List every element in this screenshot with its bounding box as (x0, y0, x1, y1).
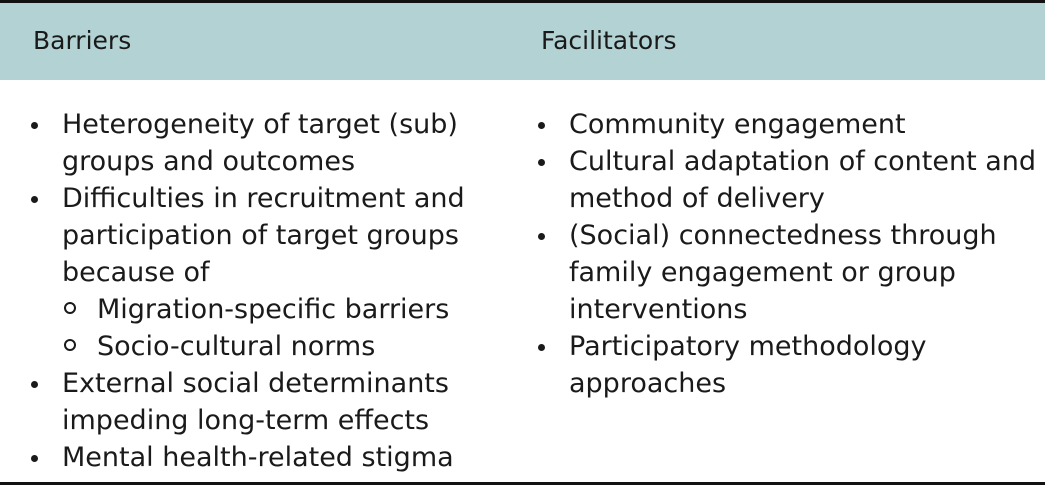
list-item: Mental health-related stigma (0, 439, 500, 476)
list-item: External social determinants impeding lo… (0, 365, 500, 439)
list-item-line: groups and outcomes (62, 146, 356, 177)
list-item: (Social) connectedness through family en… (507, 217, 1037, 328)
list-item-line: Difficulties in recruitment and (62, 183, 465, 214)
list-item-line: because of (62, 257, 210, 288)
list-item: Difficulties in recruitment and particip… (0, 180, 500, 291)
list-item-line: family engagement or group (569, 257, 956, 288)
bullet-icon (538, 344, 545, 351)
bullet-icon (538, 122, 545, 129)
bullet-icon (538, 159, 545, 166)
list-item-line: Participatory methodology (569, 331, 927, 362)
list-item-line: Heterogeneity of target (sub) (62, 109, 458, 140)
list-item-line: interventions (569, 294, 748, 325)
table-header-row: Barriers Facilitators (0, 3, 1045, 80)
sub-list-item-text: Migration-specific barriers (97, 294, 450, 325)
list-item: Participatory methodology approaches (507, 328, 1037, 402)
header-barriers: Barriers (33, 26, 132, 55)
sub-list-item: Migration-specific barriers (0, 291, 500, 328)
bullet-icon (31, 381, 38, 388)
list-item-line: Cultural adaptation of content and (569, 146, 1037, 177)
circle-bullet-icon (64, 339, 76, 351)
list-item-line: participation of target groups (62, 220, 459, 251)
barriers-column: Heterogeneity of target (sub) groups and… (0, 106, 500, 476)
list-item-line: Community engagement (569, 109, 906, 140)
list-item-line: External social determinants (62, 368, 449, 399)
sub-list-item: Socio-cultural norms (0, 328, 500, 365)
list-item-line: method of delivery (569, 183, 825, 214)
list-item-line: impeding long-term effects (62, 405, 430, 436)
list-item: Community engagement (507, 106, 1037, 143)
bullet-icon (31, 122, 38, 129)
sub-list-item-text: Socio-cultural norms (97, 331, 376, 362)
bullet-icon (31, 196, 38, 203)
header-facilitators: Facilitators (541, 26, 677, 55)
bullet-icon (538, 233, 545, 240)
list-item: Heterogeneity of target (sub) groups and… (0, 106, 500, 180)
list-item-line: Mental health-related stigma (62, 442, 454, 473)
bullet-icon (31, 455, 38, 462)
facilitators-column: Community engagement Cultural adaptation… (507, 106, 1037, 402)
list-item-line: (Social) connectedness through (569, 220, 997, 251)
list-item-line: approaches (569, 368, 727, 399)
circle-bullet-icon (64, 302, 76, 314)
list-item: Cultural adaptation of content and metho… (507, 143, 1037, 217)
